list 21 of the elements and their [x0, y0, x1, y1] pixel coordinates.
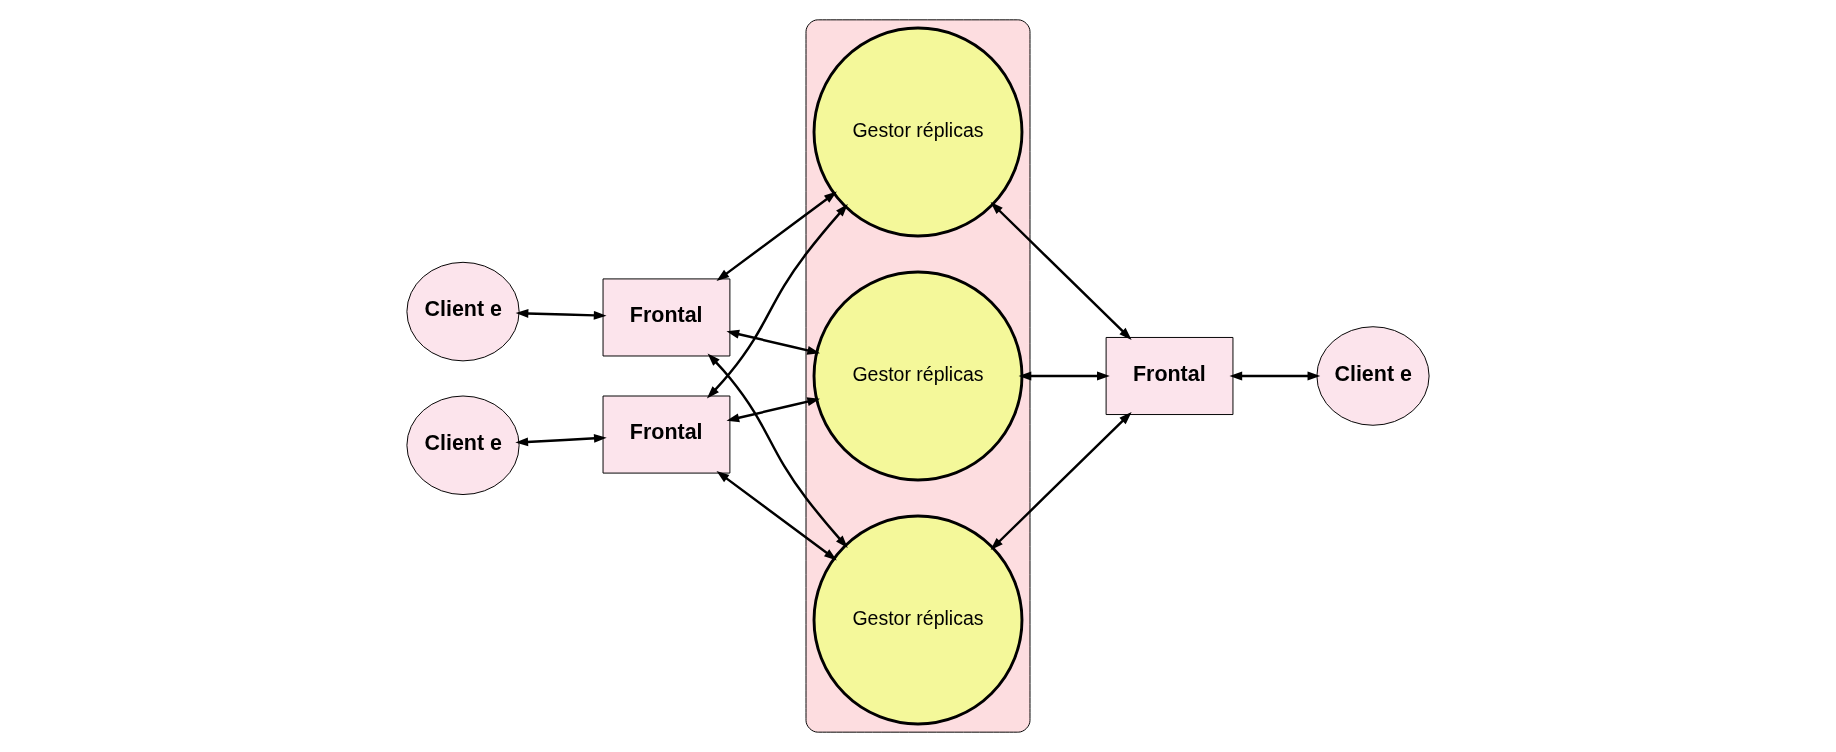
arrow — [515, 433, 607, 447]
node-box: Frontal — [602, 395, 731, 474]
arrow — [515, 309, 607, 320]
node-box: Frontal — [1105, 336, 1234, 416]
node-ellipse: Client e — [406, 395, 520, 496]
node-ellipse: Client e — [406, 261, 520, 362]
node-circle: Gestor réplicas — [812, 514, 1024, 726]
arrow — [707, 353, 848, 548]
arrow — [990, 412, 1132, 550]
node-box: Frontal — [602, 278, 731, 357]
arrow — [990, 202, 1132, 340]
node-ellipse: Client e — [1316, 326, 1430, 426]
arrow — [716, 191, 837, 281]
node-circle: Gestor réplicas — [812, 26, 1024, 238]
arrow — [1018, 371, 1110, 381]
node-circle: Gestor réplicas — [812, 270, 1024, 482]
arrow — [706, 204, 848, 399]
arrow — [1229, 371, 1321, 381]
arrow — [716, 471, 837, 561]
arrow — [726, 329, 821, 355]
arrow — [726, 397, 821, 423]
